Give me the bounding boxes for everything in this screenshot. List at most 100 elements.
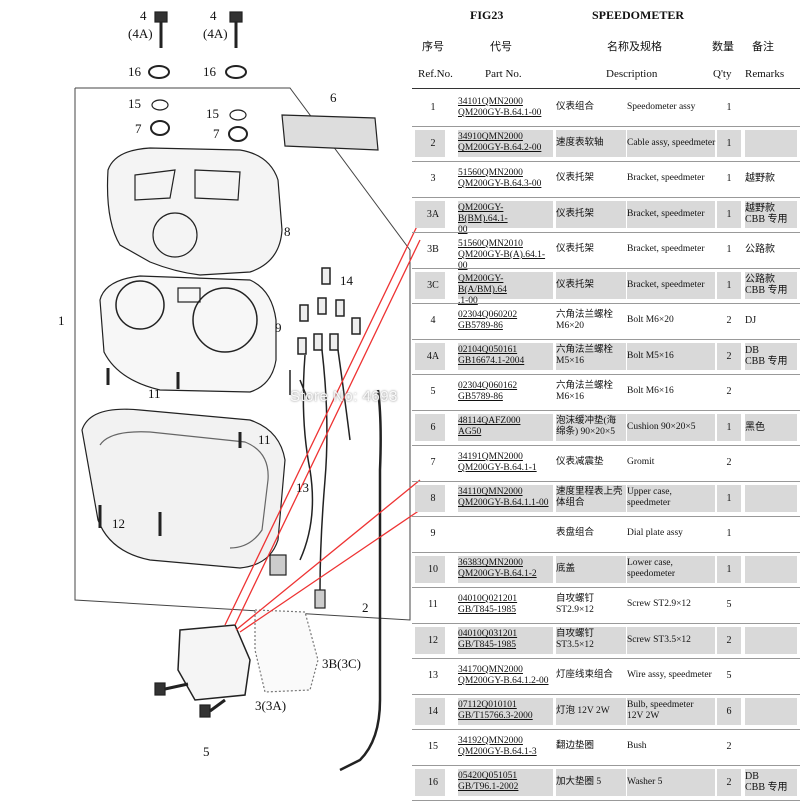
cell-qty: 2 [726, 776, 732, 788]
cell-ref: 3C [427, 279, 439, 291]
cell-desc: Gromit [627, 457, 655, 468]
cell-qty: 5 [726, 599, 732, 611]
bolt-5-b [199, 698, 226, 718]
row-divider [412, 587, 800, 588]
cell-partno: 02304Q060162 GB5789-86 [458, 380, 518, 402]
row-divider [412, 409, 800, 411]
row-shading [458, 200, 553, 228]
cell-name-cn: 加大垫圈 5 [556, 776, 602, 787]
row-divider [412, 125, 800, 127]
table-row: 16 05420Q051051 GB/T96.1-2002 加大垫圈 5 Washer… [415, 765, 800, 801]
upper-case-center-hole [152, 212, 198, 258]
row-shading [458, 484, 553, 512]
cell-ref: 4A [426, 350, 440, 362]
cell-desc: Lower case, speedometer [627, 558, 676, 580]
cell-partno: 05420Q051051 GB/T96.1-2002 [458, 771, 519, 793]
gromit-7-left [150, 120, 170, 136]
row-shading [717, 271, 741, 299]
table-title: SPEEDOMETER [592, 8, 685, 22]
col-ref-cn: 序号 [422, 41, 444, 53]
cell-qty: 1 [726, 137, 732, 149]
cell-name-cn: 泡沫缓冲垫(海 绵条) 90×20×5 [556, 416, 617, 438]
row-shading [717, 129, 741, 157]
row-shading [745, 413, 797, 441]
callout-4a-left: (4A) [128, 26, 153, 41]
row-shading [745, 626, 797, 654]
cell-qty: 5 [726, 670, 732, 682]
row-divider [412, 303, 800, 304]
washer-16-left [148, 65, 170, 79]
row-shading [556, 768, 626, 796]
cell-qty: 1 [726, 492, 732, 504]
row-divider [412, 196, 800, 198]
row-shading [745, 555, 797, 583]
exploded-parts-diagram: 4 (4A) 4 (4A) 16 16 15 7 15 7 6 8 1 9 14… [58, 8, 421, 772]
cell-ref: 6 [430, 421, 436, 433]
cell-name-cn: 底盖 [556, 563, 576, 574]
callout-3-3a: 3(3A) [255, 698, 286, 713]
row-divider [412, 693, 800, 695]
cell-desc: Wire assy, speedmeter [627, 670, 712, 681]
row-divider [412, 161, 800, 162]
row-shading [556, 484, 626, 512]
row-shading [717, 200, 741, 228]
row-shading [556, 271, 626, 299]
row-shading [458, 626, 553, 654]
row-shading [415, 484, 445, 512]
cell-name-cn: 翻边垫圈 [556, 741, 595, 752]
row-shading [627, 342, 715, 370]
callout-4a-right: (4A) [203, 26, 228, 41]
speedometer-cable-2 [339, 389, 382, 772]
cell-qty: 6 [726, 705, 732, 717]
cell-qty: 2 [726, 315, 732, 327]
cell-desc: Bracket, speedmeter [627, 173, 705, 184]
callout-16-right: 16 [203, 64, 217, 79]
row-shading [627, 413, 715, 441]
row-shading [627, 555, 715, 583]
cell-qty: 2 [726, 741, 732, 753]
cell-desc: Bracket, speedmeter [627, 279, 705, 290]
row-divider [412, 445, 800, 446]
bulb-sockets-14 [297, 267, 361, 355]
cell-qty: 1 [726, 279, 732, 291]
cell-desc: Bracket, speedmeter [627, 208, 705, 219]
upper-case-window-left [134, 169, 176, 201]
row-shading [458, 129, 553, 157]
row-shading [717, 555, 741, 583]
row-divider [412, 516, 800, 517]
row-shading [415, 555, 445, 583]
bush-15-left [151, 99, 169, 111]
row-shading [415, 626, 445, 654]
row-shading [717, 413, 741, 441]
bracket-3-3a [177, 624, 251, 701]
cell-partno: 34110QMN2000 QM200GY-B.64.1.1-00 [458, 487, 549, 509]
cell-ref: 8 [430, 492, 436, 504]
row-shading [717, 768, 741, 796]
row-shading [415, 697, 445, 725]
cell-qty: 2 [726, 350, 732, 362]
cell-ref: 16 [428, 776, 438, 788]
row-shading [415, 271, 445, 299]
row-divider [412, 480, 800, 482]
callout-13: 13 [296, 480, 309, 495]
row-shading [717, 626, 741, 654]
indicator-window [177, 287, 201, 303]
cell-ref: 12 [428, 634, 438, 646]
cell-partno: 51560QMN2000 QM200GY-B.64.3-00 [458, 167, 542, 189]
row-shading [627, 697, 715, 725]
cell-desc: Bolt M6×20 [627, 315, 674, 326]
row-shading [458, 342, 553, 370]
cell-desc: Washer 5 [627, 776, 663, 787]
cell-desc: Screw ST2.9×12 [627, 599, 691, 610]
row-divider [412, 232, 800, 233]
bracket-3b-3c [254, 609, 319, 693]
